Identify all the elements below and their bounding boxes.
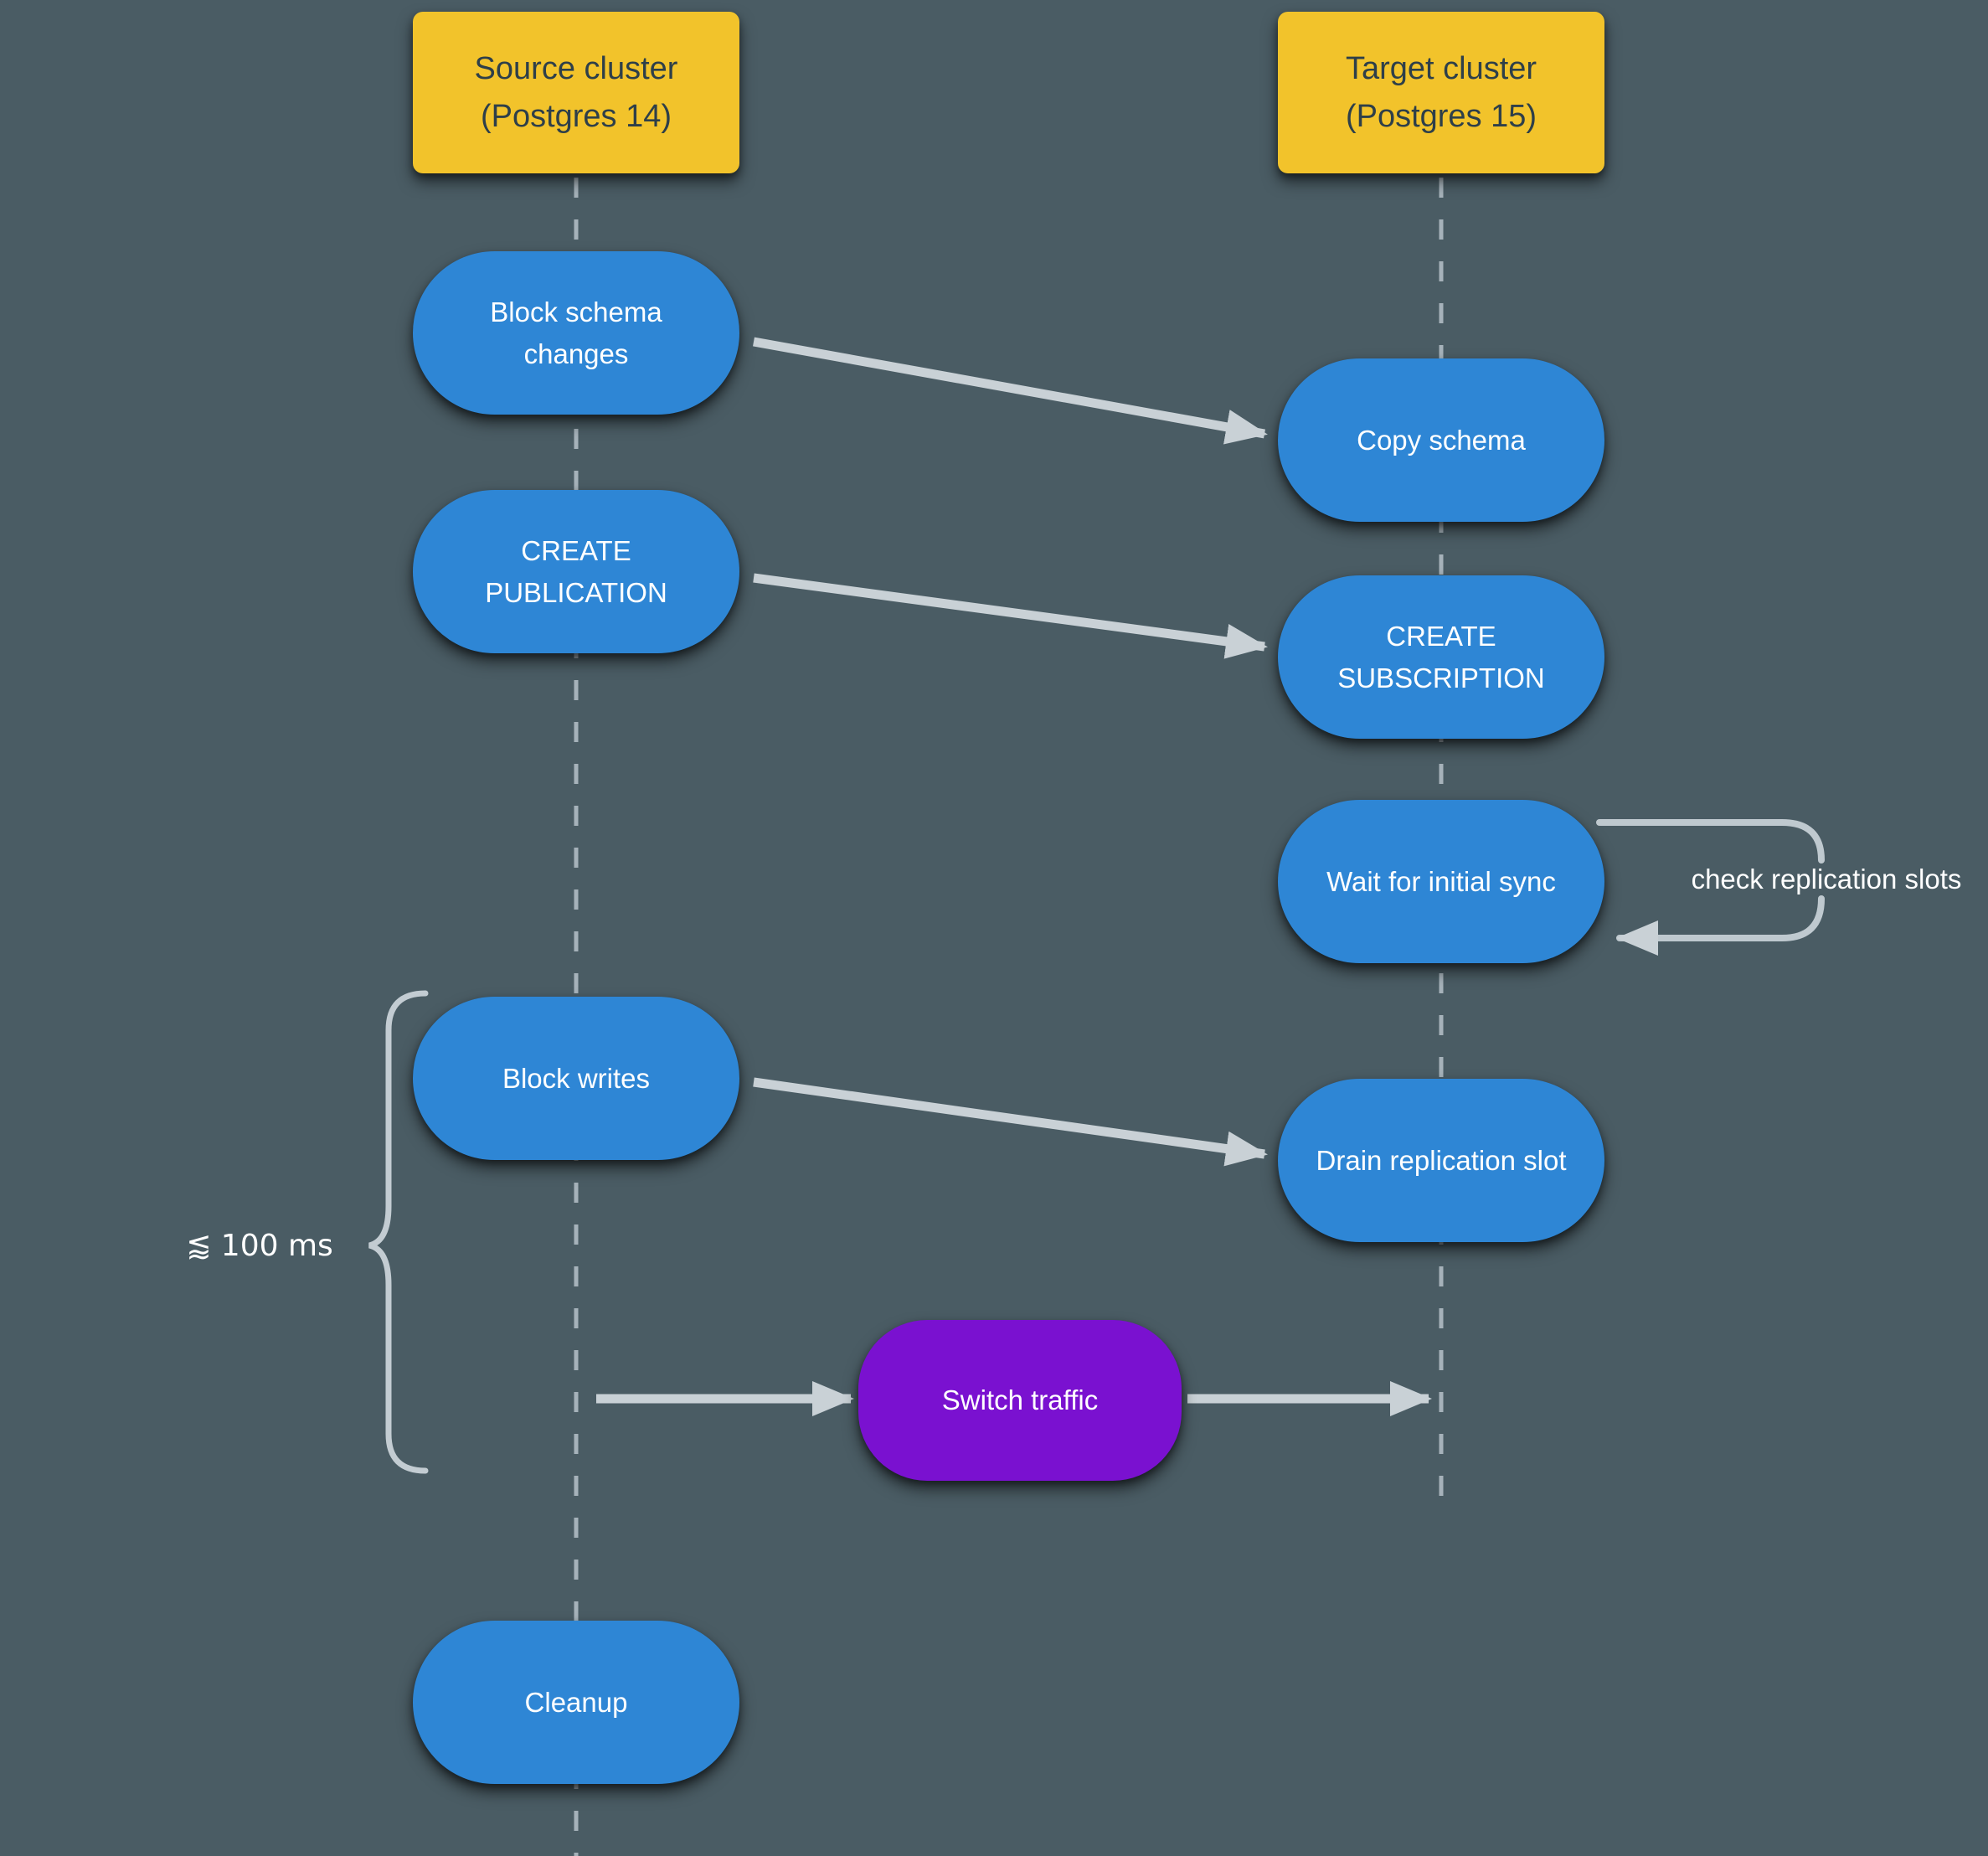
step-drain-replication-slot: Drain replication slot — [1278, 1079, 1604, 1242]
step-switch-traffic: Switch traffic — [858, 1320, 1182, 1481]
arrow-create-publication-to-create-subscription — [753, 573, 1268, 659]
step-copy-schema: Copy schema — [1278, 358, 1604, 522]
self-loop-bottom — [1616, 895, 1825, 956]
self-loop-top — [1596, 819, 1825, 864]
timing-brace-label: ⪅ 100 ms — [186, 1228, 333, 1263]
self-loop-label: check replication slots — [1691, 864, 1962, 894]
timing-brace — [368, 990, 429, 1474]
arrow-block-schema-to-copy-schema — [753, 337, 1268, 445]
step-create-subscription: CREATE SUBSCRIPTION — [1278, 575, 1604, 739]
target-cluster-box: Target cluster (Postgres 15) — [1278, 12, 1604, 173]
step-block-writes: Block writes — [413, 997, 739, 1160]
step-block-schema-changes: Block schema changes — [413, 251, 739, 415]
source-cluster-box: Source cluster (Postgres 14) — [413, 12, 739, 173]
step-cleanup: Cleanup — [413, 1621, 739, 1784]
step-wait-for-initial-sync: Wait for initial sync — [1278, 800, 1604, 963]
arrow-block-writes-to-drain-slot — [753, 1077, 1268, 1167]
step-create-publication: CREATE PUBLICATION — [413, 490, 739, 653]
